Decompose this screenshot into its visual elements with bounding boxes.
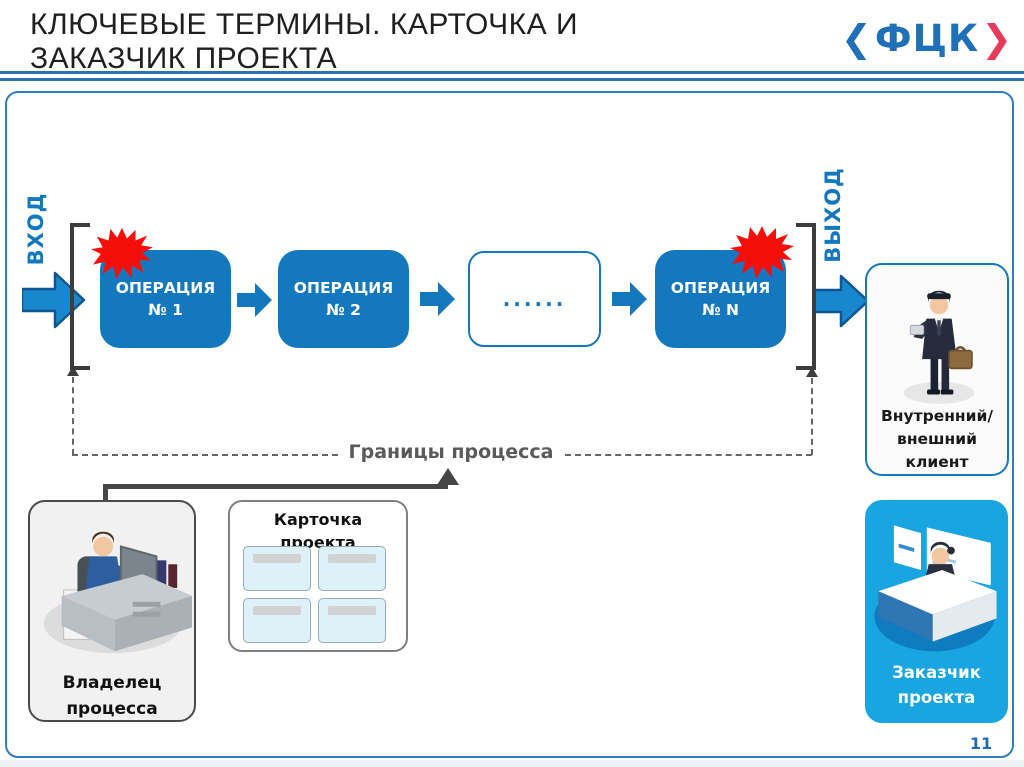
starburst-icon [91, 227, 153, 280]
cell-bar [253, 606, 301, 615]
ellipsis-box: ...... [468, 251, 601, 347]
page-title: КЛЮЧЕВЫЕ ТЕРМИНЫ. КАРТОЧКА И ЗАКАЗЧИК ПР… [30, 8, 810, 76]
operation-2-box: ОПЕРАЦИЯ № 2 [278, 250, 409, 348]
operation-1-label: ОПЕРАЦИЯ [115, 279, 216, 297]
customer-line2: проекта [897, 688, 976, 707]
boundary-dash-vertical-right [811, 378, 813, 455]
operation-n-label: ОПЕРАЦИЯ [670, 279, 771, 297]
boundary-label: Границы процесса [348, 441, 554, 463]
owner-illustration [43, 531, 192, 654]
project-line1: Карточка [273, 510, 363, 529]
client-illustration [903, 290, 975, 404]
project-card-cell [243, 598, 311, 643]
project-card-cell [243, 546, 311, 591]
ellipsis-dots: ...... [502, 287, 567, 311]
right-bracket [796, 223, 816, 370]
operation-1-box: ОПЕРАЦИЯ № 1 [100, 250, 231, 348]
customer-card-label: Заказчик проекта [865, 660, 1008, 710]
separator-line-bottom [0, 78, 1024, 81]
starburst-icon [730, 226, 794, 279]
operation-1-number: № 1 [148, 301, 183, 319]
flow-arrow-icon [237, 283, 272, 317]
client-card-label: Внутренний/ внешний клиент [867, 405, 1007, 474]
page-number: 11 [969, 734, 993, 753]
cell-bar [328, 554, 376, 563]
owner-pointer-stub [103, 484, 108, 502]
input-label: ВХОД [24, 192, 48, 266]
project-card-cell [318, 546, 386, 591]
customer-line1: Заказчик [892, 663, 981, 682]
cell-bar [328, 606, 376, 615]
input-arrow-icon [22, 271, 86, 329]
logo-left-chevron-icon: ❮ [840, 16, 873, 60]
output-arrow-icon [814, 274, 870, 328]
page-title-line1: КЛЮЧЕВЫЕ ТЕРМИНЫ. КАРТОЧКА И [30, 8, 579, 41]
operation-2-label: ОПЕРАЦИЯ [293, 279, 394, 297]
client-line1: Внутренний/ [880, 407, 994, 425]
customer-card: Заказчик проекта [865, 500, 1008, 723]
owner-line1: Владелец [62, 673, 162, 693]
cell-bar [253, 554, 301, 563]
left-bracket [70, 223, 90, 370]
customer-illustration [874, 525, 997, 652]
project-card: Карточка проекта [228, 500, 408, 652]
boundary-arrowhead-right [806, 367, 818, 377]
boundary-arrowhead-left [67, 366, 79, 376]
page-title-line2: ЗАКАЗЧИК ПРОЕКТА [30, 42, 338, 75]
boundary-dash-horizontal-left [72, 454, 338, 456]
client-line2: внешний [897, 430, 977, 448]
owner-card-label: Владелец процесса [30, 670, 194, 722]
output-label: ВЫХОД [821, 167, 845, 263]
owner-pointer-arrowhead [437, 468, 459, 485]
owner-card: Владелец процесса [28, 500, 196, 722]
operation-2-number: № 2 [326, 301, 361, 319]
flow-arrow-icon [420, 282, 455, 316]
slide-bottom-edge [0, 760, 1024, 767]
client-card: Внутренний/ внешний клиент [865, 263, 1009, 476]
owner-pointer-line [103, 484, 448, 489]
flow-arrow-icon [612, 282, 647, 316]
project-card-cell [318, 598, 386, 643]
separator-line-top [0, 71, 1024, 74]
client-line3: клиент [905, 453, 969, 471]
boundary-dash-vertical-left [72, 377, 74, 455]
fck-logo: ❮ ФЦК ❯ [840, 12, 1014, 64]
owner-line2: процесса [66, 699, 158, 719]
operation-n-number: № N [701, 301, 740, 319]
logo-letters: ФЦК [874, 16, 980, 60]
logo-right-chevron-icon: ❯ [981, 16, 1014, 60]
boundary-dash-horizontal-right [565, 454, 812, 456]
